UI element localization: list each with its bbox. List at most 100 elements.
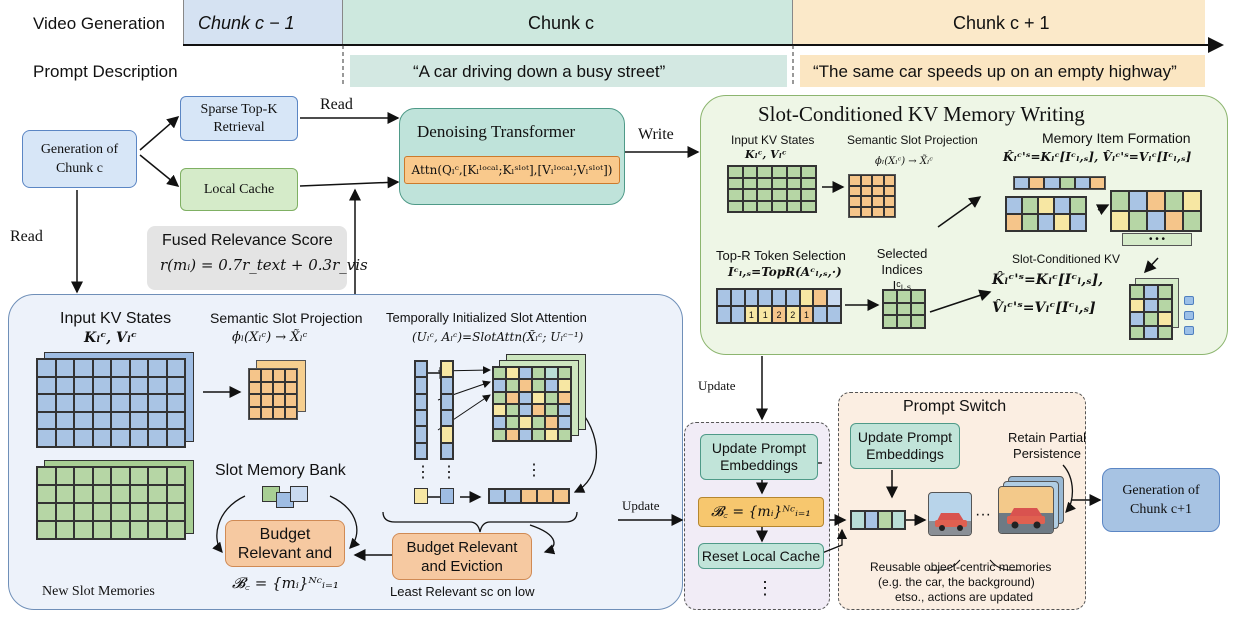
prompt-next-bar: [800, 55, 1205, 87]
budget-eviction-box: Budget Relevant and Eviction: [392, 533, 532, 580]
grid-cell: [1158, 312, 1172, 326]
grid-cell: [872, 175, 884, 186]
write-label: Write: [638, 126, 674, 143]
car-image-1: [928, 492, 972, 536]
sparse-retrieval-text: Sparse Top-K Retrieval: [200, 101, 278, 135]
slot-temporal-attn-label: Temporally Initialized Slot Attention: [386, 310, 587, 325]
grid-cell: [786, 200, 802, 212]
grid-cell: [801, 200, 816, 212]
grid-cell: [1022, 197, 1038, 214]
grid-cell: [166, 376, 185, 395]
grid-cell: [74, 394, 93, 412]
grid-cell: [1014, 177, 1030, 189]
grid-cell: [55, 485, 74, 503]
slot-value-grid: [36, 466, 186, 540]
grid-cell: [558, 428, 571, 441]
grid-cell: [772, 200, 787, 212]
grid-cell: [786, 177, 802, 189]
grid-cell: [1158, 298, 1172, 312]
grid-cell: [111, 376, 130, 395]
slot-vdots-1: ⋮: [415, 464, 431, 481]
grid-cell: [519, 391, 532, 404]
grid-cell: [273, 369, 285, 382]
grid-cell: [883, 302, 897, 316]
grid-cell: [897, 302, 911, 316]
grid-cell: [728, 189, 743, 201]
grid-cell: [92, 411, 111, 430]
writing-selected-grid: [882, 289, 926, 329]
grid-cell: [166, 359, 185, 377]
grid-cell: [532, 416, 545, 429]
grid-cell: [111, 429, 130, 447]
grid-cell: [1130, 285, 1144, 299]
grid-cell: [74, 376, 93, 395]
grid-cell: [37, 429, 56, 447]
local-cache-text: Local Cache: [203, 181, 275, 197]
grid-cell: [860, 185, 872, 196]
writing-slot-cond-kv-label: Slot-Conditioned KV: [1012, 252, 1121, 266]
slot-small-cell-left: [414, 488, 428, 504]
grid-cell: [92, 376, 111, 395]
grid-cell: [506, 416, 519, 429]
grid-cell: [129, 376, 148, 395]
grid-cell: [166, 467, 185, 485]
grid-cell: [493, 391, 506, 404]
grid-cell: 1: [758, 306, 773, 323]
grid-cell: [506, 403, 519, 417]
grid-cell: 1: [799, 306, 814, 323]
grid-cell: [273, 394, 285, 407]
grid-cell: [1070, 197, 1086, 214]
grid-cell: [249, 394, 261, 407]
ps-token-strip: [850, 510, 906, 530]
prompt-switch-title: Prompt Switch: [903, 398, 1007, 415]
grid-cell: [545, 416, 558, 429]
grid-cell: [728, 166, 743, 178]
car-highway-icon: [999, 487, 1053, 533]
grid-cell: [849, 175, 861, 186]
budget-relevant-text: Budget Relevant and: [237, 525, 333, 562]
grid-cell: [415, 410, 427, 427]
grid-cell: [772, 189, 787, 201]
grid-cell: [849, 206, 861, 217]
slot-semantic-grid: [248, 368, 298, 420]
update-top-label: Update: [698, 378, 736, 393]
grid-cell: [1054, 197, 1070, 214]
grid-cell: [558, 367, 571, 380]
grid-cell: [757, 166, 772, 178]
grid-cell: [851, 511, 865, 529]
slot-input-kv-grid: [36, 358, 186, 448]
grid-cell: [786, 189, 802, 201]
writing-topr-math: Iᶜₗ,ₛ=TopR(Aᶜₗ,ₛ,·): [728, 265, 842, 279]
slot-input-kv-math: Kₗᶜ, Vₗᶜ: [84, 330, 137, 346]
grid-cell: [493, 416, 506, 429]
grid-cell: [1130, 312, 1144, 326]
update-prompt-embeddings-text: Update Prompt Embeddings: [711, 440, 807, 473]
grid-cell: [441, 361, 453, 378]
grid-cell: [532, 391, 545, 404]
grid-cell: [801, 189, 816, 201]
memory-item-left-grid: [1005, 196, 1087, 232]
grid-cell: [111, 394, 130, 412]
generation-next-text: Generation of Chunk c+1: [1122, 483, 1200, 517]
grid-cell: [493, 367, 506, 380]
grid-cell: [827, 289, 841, 306]
grid-cell: [415, 393, 427, 410]
grid-cell: [441, 377, 453, 394]
writing-semantic-grid: [848, 174, 896, 218]
grid-cell: [1130, 298, 1144, 312]
grid-cell: [1147, 211, 1165, 231]
slot-column-left: [414, 360, 428, 460]
grid-cell: [415, 377, 427, 394]
grid-cell: [519, 367, 532, 380]
grid-cell: [55, 359, 74, 377]
grid-cell: [111, 485, 130, 503]
writing-selected-text: Selected Indices Iᶜₗ,ₛ: [876, 246, 928, 293]
grid-cell: [285, 381, 297, 394]
grid-cell: [55, 376, 74, 395]
writing-memory-item-label: Memory Item Formation: [1042, 130, 1191, 146]
memory-dots: • • •: [1148, 234, 1166, 245]
grid-cell: [1044, 177, 1060, 189]
grid-cell: [883, 185, 895, 196]
slot-output-strip: [488, 488, 570, 504]
